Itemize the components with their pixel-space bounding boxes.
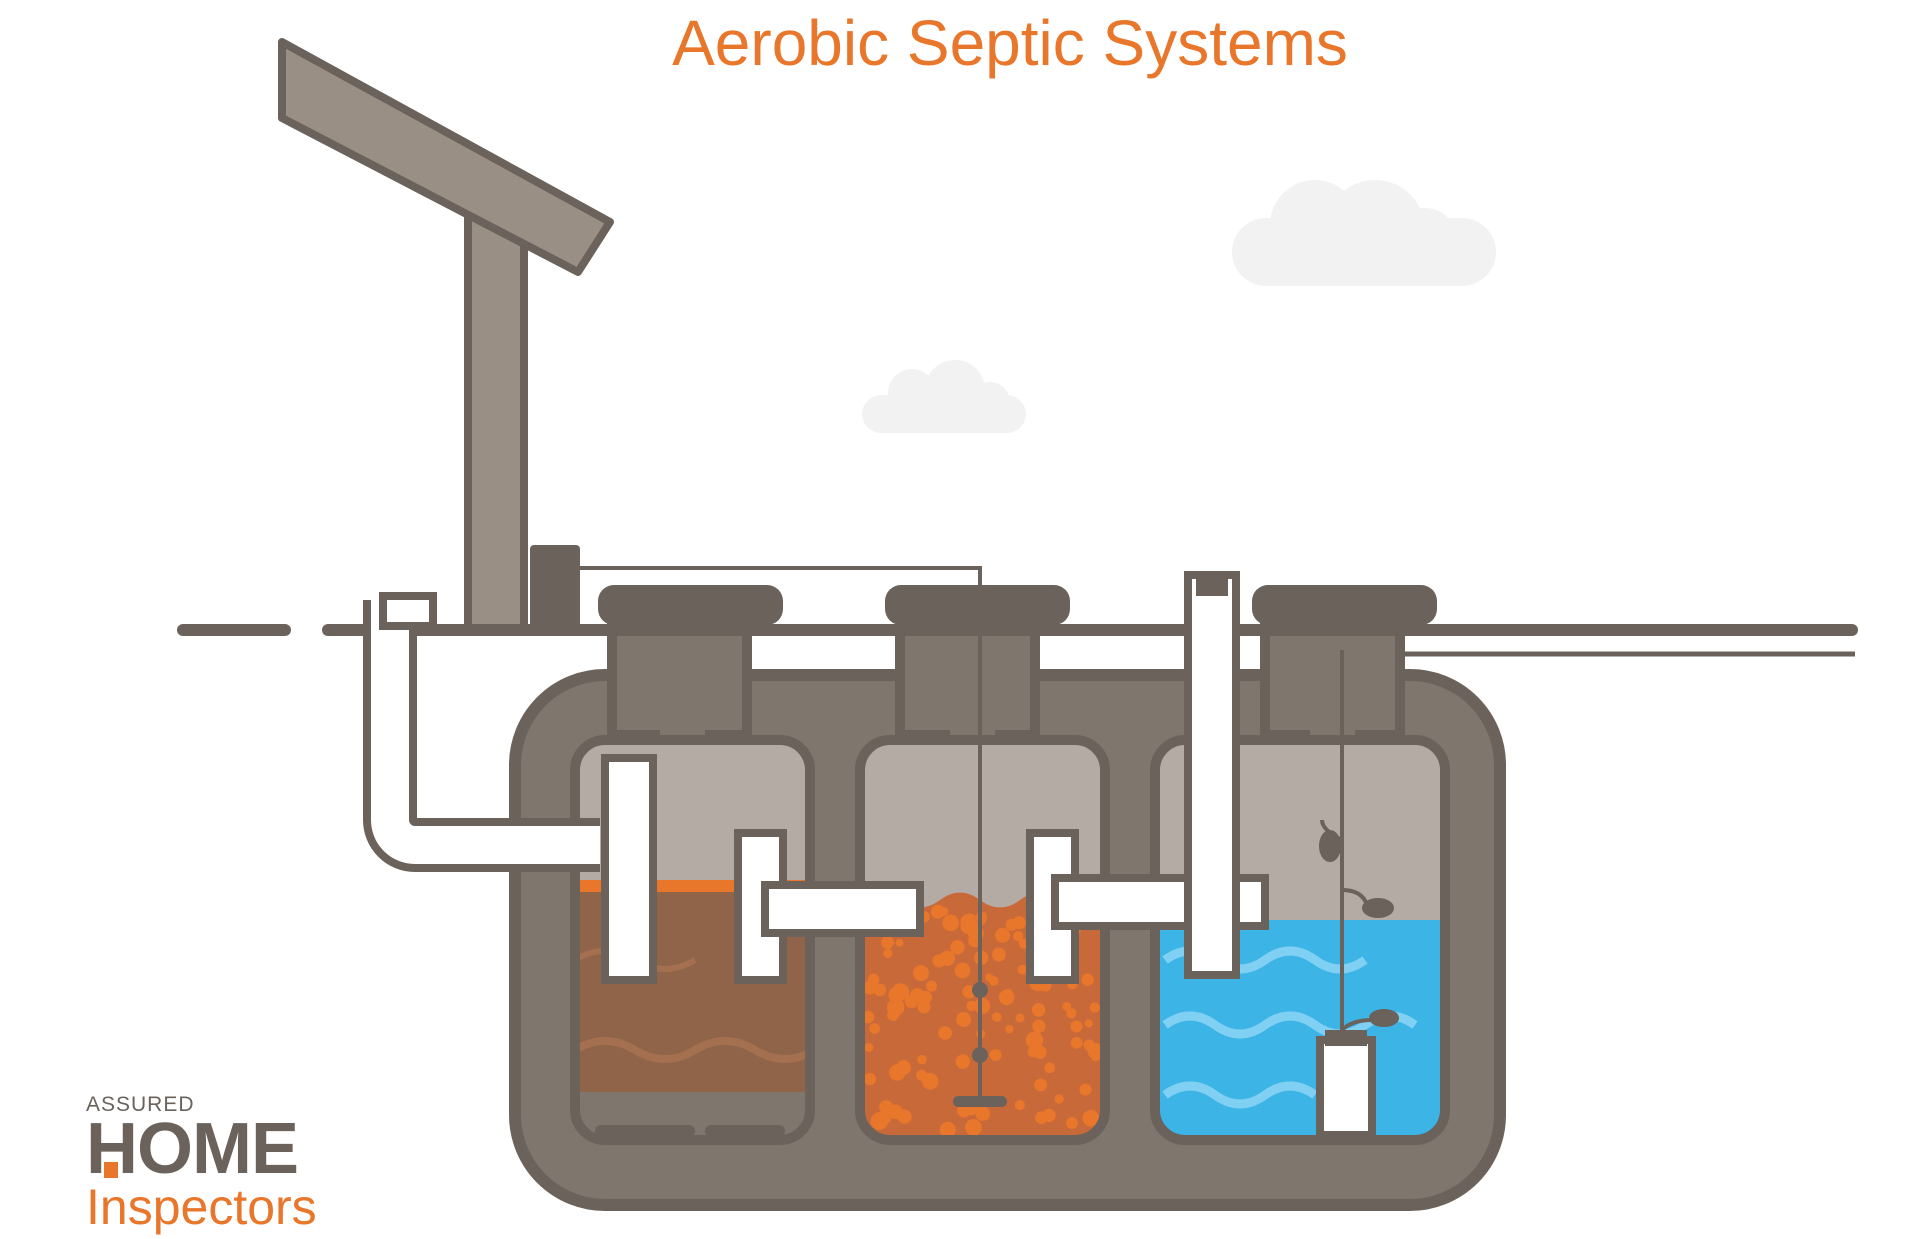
bubble <box>915 990 924 999</box>
bubble <box>1003 988 1013 998</box>
bubble <box>883 948 893 959</box>
bubble <box>1025 1031 1044 1050</box>
bubble <box>873 983 887 997</box>
bubble <box>1005 1025 1014 1034</box>
bubble <box>939 907 949 916</box>
bubble <box>973 997 991 1015</box>
bubble <box>881 936 894 949</box>
bubble <box>1070 1020 1083 1033</box>
cloud-icon <box>862 360 1026 433</box>
bubble <box>1089 1002 1100 1013</box>
float-switch-icon <box>1319 819 1399 1032</box>
bubble <box>992 1012 1002 1022</box>
bubble <box>864 1043 874 1053</box>
bubble <box>1015 1013 1025 1023</box>
bubble <box>985 973 994 982</box>
bubble <box>1027 1046 1039 1058</box>
bubble <box>925 980 938 992</box>
pump-icon <box>1316 650 1376 1139</box>
bubble <box>966 1000 977 1012</box>
bubble <box>956 1011 972 1027</box>
bubble <box>995 927 1011 943</box>
bubble <box>1083 1039 1095 1051</box>
bubble <box>1066 1117 1078 1129</box>
baffle-tee <box>601 571 1269 984</box>
bubble <box>1017 964 1028 975</box>
bubble <box>917 1054 927 1065</box>
riser <box>607 615 1405 740</box>
bubble <box>889 1064 906 1081</box>
bubble <box>1005 918 1018 931</box>
inlet-pipe <box>363 592 600 872</box>
bubble <box>913 965 929 982</box>
bubble <box>1066 1008 1077 1019</box>
bubble <box>887 1008 900 1022</box>
bubble <box>992 947 1006 962</box>
bubble <box>1082 1109 1100 1127</box>
bubble <box>1054 1094 1064 1104</box>
brand-line3: Inspectors <box>86 1179 317 1235</box>
bubble <box>1070 1036 1083 1049</box>
bubble <box>869 1023 881 1034</box>
bubble <box>1014 1099 1026 1111</box>
bubble <box>955 1054 971 1069</box>
house-icon <box>104 1162 118 1178</box>
bubble <box>1081 973 1094 986</box>
bubble <box>968 934 981 948</box>
bubble <box>1013 931 1024 942</box>
bubble <box>938 1026 953 1040</box>
riser-lid <box>598 585 1437 625</box>
brand-line2: HOME <box>86 1109 299 1189</box>
vent-pipe-icon <box>278 38 614 634</box>
bubble <box>881 1112 892 1124</box>
bubble <box>916 1069 928 1081</box>
bubble <box>950 940 965 955</box>
bubble <box>954 962 971 979</box>
bubble <box>942 914 960 932</box>
bubble <box>957 1103 971 1118</box>
cloud-icon <box>1232 180 1496 286</box>
diagram-title: Aerobic Septic Systems <box>672 7 1348 79</box>
bubble <box>1079 1083 1092 1096</box>
bubble <box>1031 1003 1046 1017</box>
brand-line1: ASSURED <box>86 1093 195 1116</box>
bubble <box>989 1049 1002 1061</box>
aerator-diffuser <box>953 600 1007 1107</box>
bubble <box>975 1106 991 1121</box>
bubble <box>891 983 910 1001</box>
bubble <box>1032 1019 1046 1033</box>
bubble <box>897 1109 912 1124</box>
bubble <box>932 954 946 968</box>
bubble <box>862 980 877 995</box>
bubble <box>965 1118 982 1136</box>
bubble <box>960 913 979 932</box>
bubble <box>895 938 904 947</box>
bubble <box>1034 1078 1048 1092</box>
brand-logo: ASSURED HOME Inspectors <box>86 1093 317 1235</box>
bubble <box>863 1072 877 1086</box>
bubble <box>1084 1019 1093 1028</box>
bubble <box>1091 1051 1101 1062</box>
bubble <box>939 1121 956 1138</box>
bubble <box>1062 1002 1072 1011</box>
bubble <box>1044 1062 1056 1074</box>
bubble <box>1035 1111 1048 1124</box>
